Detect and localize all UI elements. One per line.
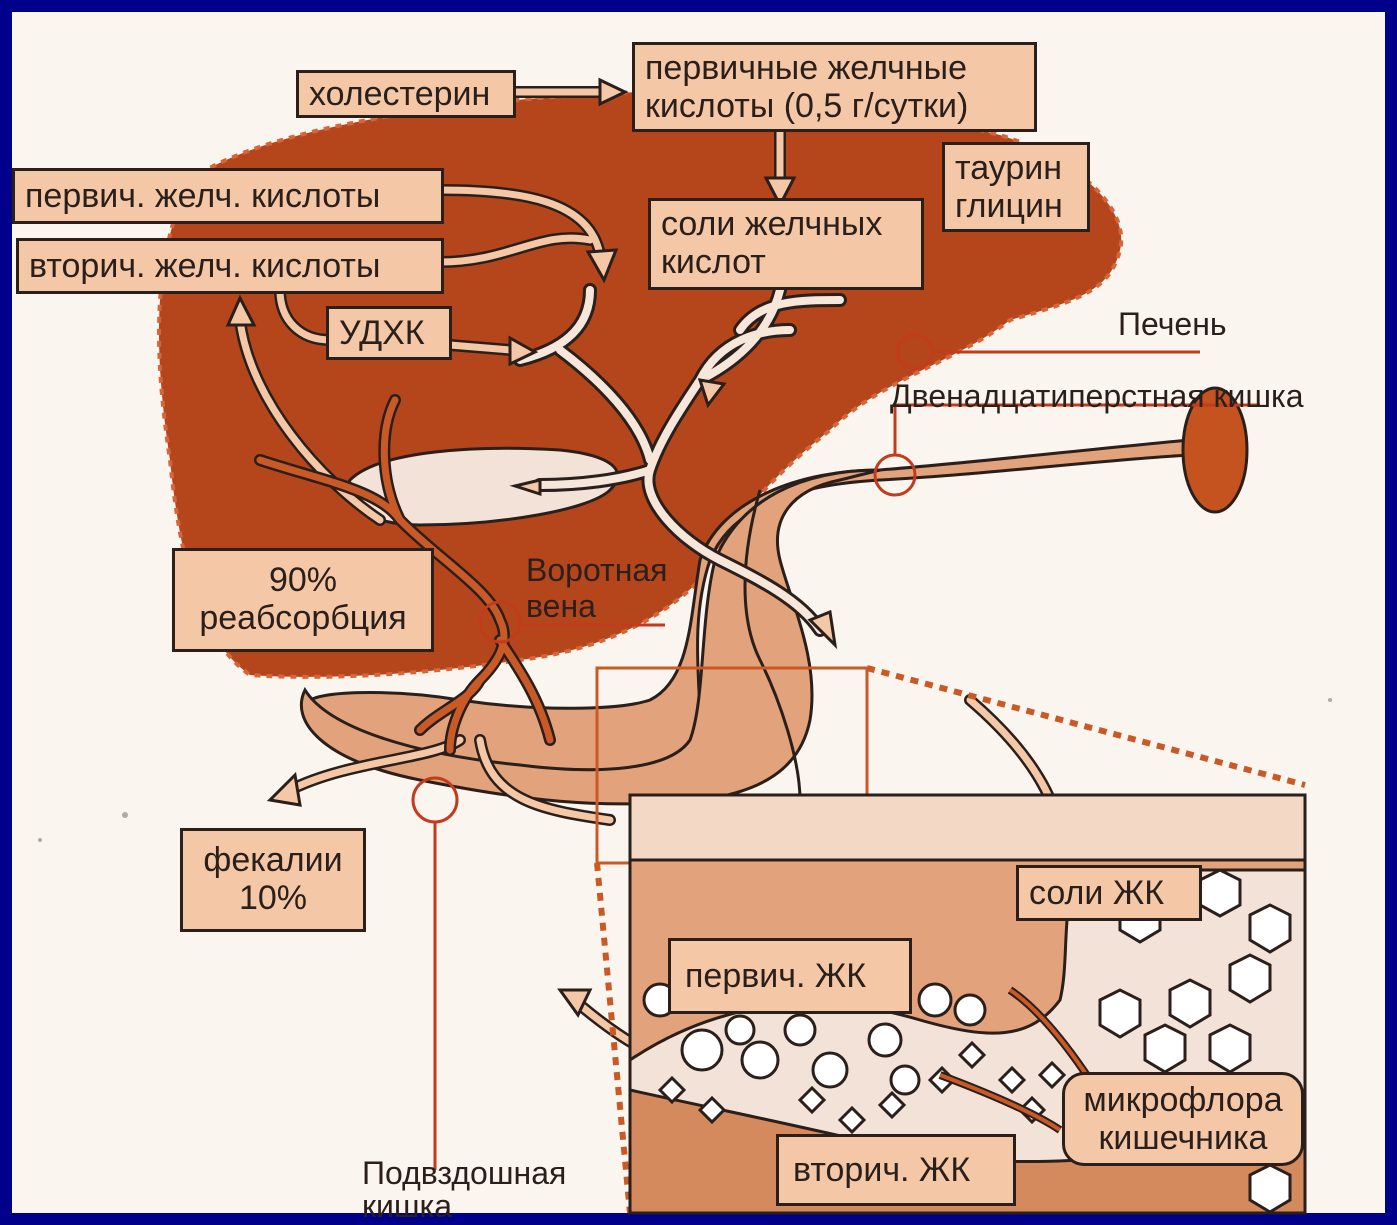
microflora-line1: микрофлора [1075,1081,1291,1119]
reabsorption-label: реабсорбция [185,599,421,637]
secondary-short-label: вторич. желч. кислоты [29,247,380,285]
secondary-ba-label: вторич. ЖК [793,1151,970,1189]
feces-label: фекалии [193,841,353,879]
cholesterol-box: холестерин [296,70,516,118]
bile-salts-line2: кислот [661,243,911,281]
secondary-ba-box: вторич. ЖК [776,1134,1016,1206]
primary-bile-acids-line2: кислоты (0,5 г/сутки) [645,87,1024,125]
cholesterol-label: холестерин [309,75,490,113]
primary-short-label: первич. желч. кислоты [25,177,380,215]
primary-bile-acids-box: первичные желчные кислоты (0,5 г/сутки) [632,42,1037,132]
portal-vein-label-2: вена [526,588,596,624]
liver-label: Печень [1118,306,1227,342]
bile-salts-line1: соли желчных [661,205,911,243]
ileum-label-1: Подвздошная [362,1155,566,1191]
udca-label: УДХК [339,314,425,352]
primary-bile-acids-line1: первичные желчные [645,49,1024,87]
bile-acid-salts-label: соли ЖК [1029,874,1164,912]
portal-vein-label-1: Воротная [526,552,667,588]
taurine-glycine-box: таурин глицин [942,142,1090,232]
feces-percent: 10% [193,879,353,917]
ileum-label-2: кишка [362,1188,452,1224]
secondary-short-box: вторич. желч. кислоты [16,238,444,294]
microflora-line2: кишечника [1075,1119,1291,1157]
feces-box: фекалии 10% [180,828,366,932]
udca-box: УДХК [326,306,452,360]
reabsorption-percent: 90% [185,561,421,599]
primary-short-box: первич. желч. кислоты [12,168,444,224]
bile-acid-salts-box: соли ЖК [1016,865,1202,921]
primary-ba-label: первич. ЖК [685,957,866,995]
microflora-box: микрофлора кишечника [1062,1072,1304,1166]
bile-salts-box: соли желчных кислот [648,198,924,290]
reabsorption-box: 90% реабсорбция [172,548,434,652]
taurine-label: таурин [955,149,1077,187]
duodenum-label: Двенадцатиперстная кишка [890,378,1304,414]
glycine-label: глицин [955,187,1077,225]
primary-ba-box: первич. ЖК [668,938,912,1014]
